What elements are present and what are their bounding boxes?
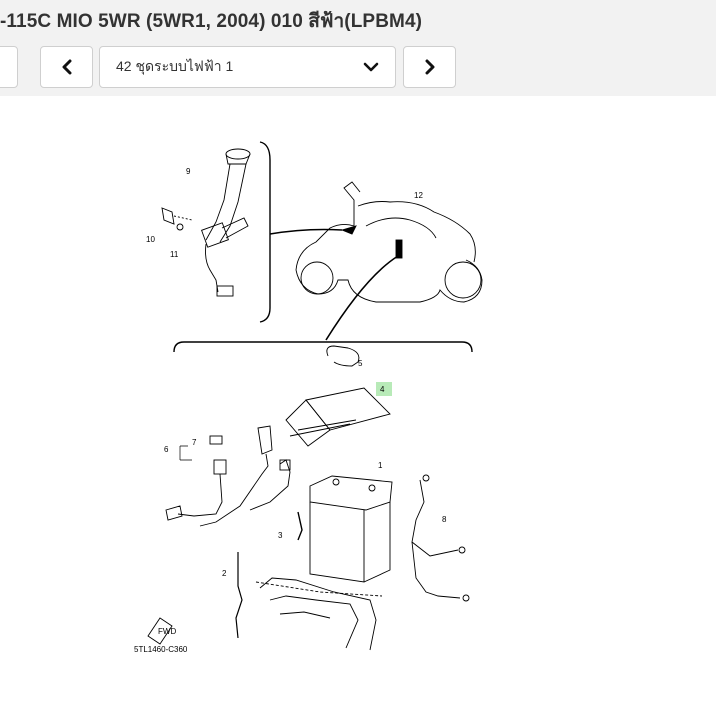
part-label-10[interactable]: 10 <box>146 235 155 244</box>
previous-section-button[interactable] <box>40 46 93 88</box>
part-label-5[interactable]: 5 <box>358 359 363 368</box>
toolbar: -115C MIO 5WR (5WR1, 2004) 010 สีฟ้า(LPB… <box>0 0 716 96</box>
part-label-7[interactable]: 7 <box>192 438 197 447</box>
fwd-arrow-icon: FWD <box>147 617 176 645</box>
chevron-right-icon <box>425 59 434 75</box>
scooter-outline-drawing <box>295 181 483 303</box>
chevron-down-icon <box>363 62 379 72</box>
battery-cover-drawing <box>285 387 391 447</box>
frame-drawing <box>255 577 383 651</box>
highlight-part-4[interactable] <box>376 382 392 396</box>
part-label-3[interactable]: 3 <box>278 531 283 540</box>
part-label-12[interactable]: 12 <box>414 191 423 200</box>
parts-diagram: 9 10 11 12 5 4 6 7 <box>134 141 483 654</box>
part-label-9[interactable]: 9 <box>186 167 191 176</box>
part-label-8[interactable]: 8 <box>442 515 447 524</box>
part-label-6[interactable]: 6 <box>164 445 169 454</box>
battery-drawing <box>309 475 393 583</box>
chevron-left-icon <box>62 59 71 75</box>
part-label-11[interactable]: 11 <box>170 250 179 259</box>
wire-harness-drawing <box>165 425 291 527</box>
section-select-value: 42 ชุดระบบไฟฟ้า 1 <box>116 58 234 74</box>
part-label-4[interactable]: 4 <box>380 385 385 394</box>
part-label-1[interactable]: 1 <box>378 461 383 470</box>
ignition-switch-drawing <box>161 148 251 297</box>
diagram-code: 5TL1460-C360 <box>134 645 188 654</box>
section-select[interactable]: 42 ชุดระบบไฟฟ้า 1 <box>99 46 396 88</box>
battery-cable-drawing <box>411 474 470 602</box>
svg-text:FWD: FWD <box>158 627 176 636</box>
left-stub-button[interactable] <box>0 46 18 88</box>
next-section-button[interactable] <box>403 46 456 88</box>
page-title: -115C MIO 5WR (5WR1, 2004) 010 สีฟ้า(LPB… <box>0 11 423 32</box>
part-label-2[interactable]: 2 <box>222 569 227 578</box>
